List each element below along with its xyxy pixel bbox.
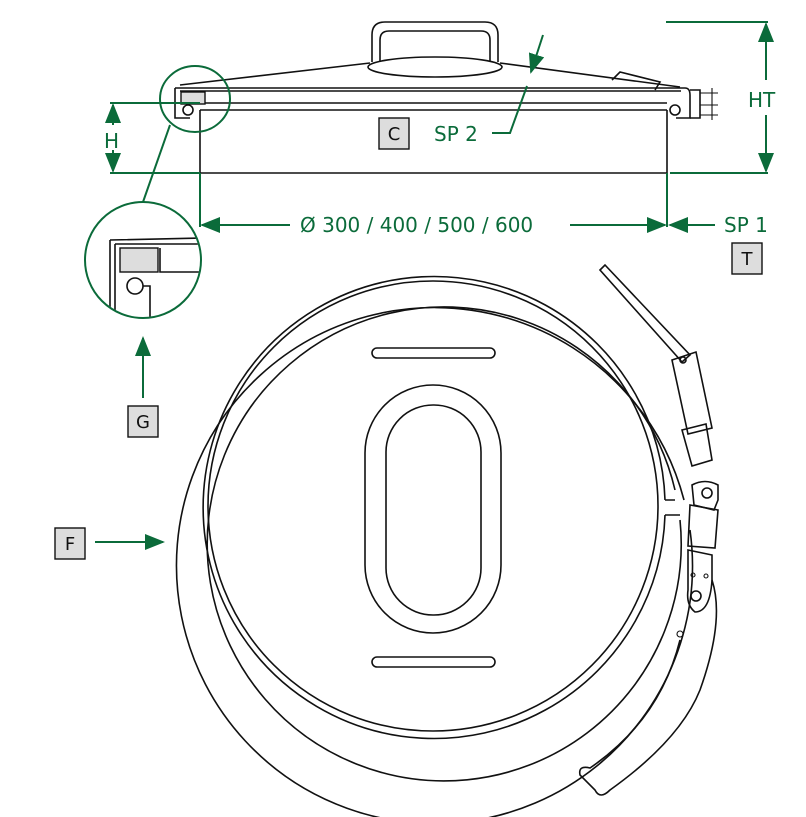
h-label: H — [104, 129, 119, 153]
seal-detail — [109, 237, 200, 317]
lid-handle — [371, 21, 499, 62]
body — [199, 110, 668, 174]
ht-label: HT — [748, 88, 776, 112]
outer-ring — [175, 306, 694, 817]
sp1-label: SP 1 — [724, 213, 768, 237]
label-g: G — [127, 405, 159, 438]
clamp-handle — [578, 579, 718, 796]
svg-text:G: G — [136, 412, 150, 433]
detail-circle — [159, 65, 231, 133]
detail-zoom-circle — [84, 201, 202, 319]
lid-cone — [179, 62, 681, 88]
dimensions: H HT Ø 300 / 400 / 500 / 600 SP 1 SP 2 — [84, 21, 776, 550]
sp2-label: SP 2 — [434, 122, 478, 146]
clamp-lever-side — [611, 71, 701, 119]
side-view — [174, 21, 718, 174]
svg-text:C: C — [388, 124, 401, 145]
top-view — [175, 263, 719, 817]
label-t: T — [731, 242, 763, 275]
clamp-rod — [598, 263, 692, 364]
label-f: F — [54, 527, 86, 560]
diameter-label: Ø 300 / 400 / 500 / 600 — [300, 213, 533, 237]
lid-rim — [174, 87, 691, 119]
label-c: C — [378, 117, 410, 150]
svg-text:F: F — [65, 534, 75, 555]
svg-text:T: T — [741, 249, 754, 270]
